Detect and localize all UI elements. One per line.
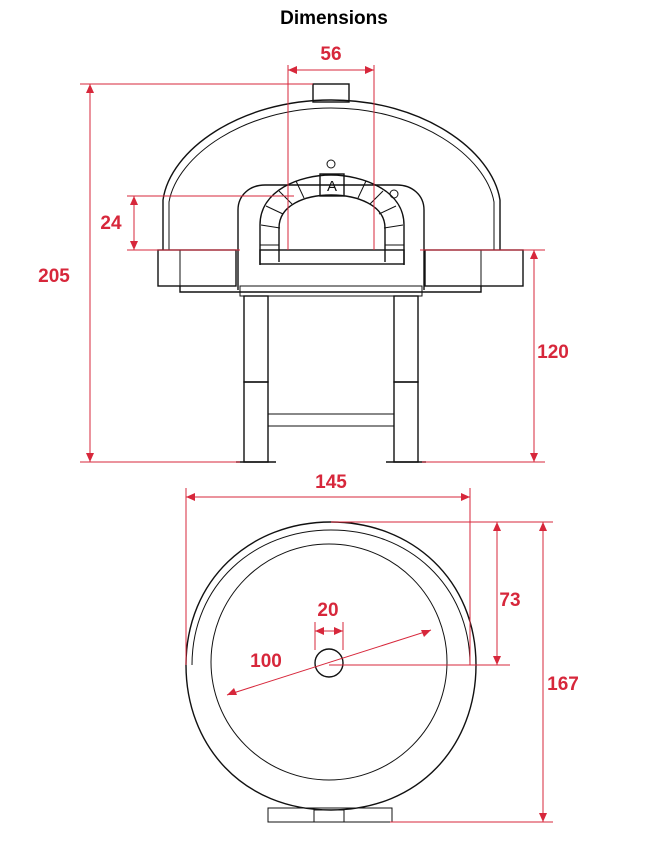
cooking-floor	[210, 543, 448, 781]
dim-base-height: 120	[420, 249, 569, 463]
dim-opening-height: 24	[100, 195, 294, 251]
dim-opening-width: 56	[287, 44, 375, 250]
dome-outline	[162, 99, 501, 250]
front-view: A	[157, 83, 524, 463]
dim-flue-diameter: 20	[314, 600, 344, 650]
dome-inner-line	[168, 107, 495, 250]
mouth-frame	[237, 184, 425, 290]
dim-total-depth: 167	[340, 521, 579, 823]
keystone-letter: A	[327, 178, 337, 195]
mouth-arch-inner	[278, 194, 386, 262]
mouth-plate-inner	[313, 809, 345, 823]
dim-total-height: 205	[38, 83, 313, 463]
top-view	[185, 521, 477, 823]
stand	[236, 295, 426, 463]
opening-height-label: 24	[100, 213, 122, 234]
total-width-label: 145	[315, 472, 347, 493]
dim-total-width: 145	[185, 472, 471, 665]
keystone-badge	[319, 173, 345, 197]
chimney	[312, 83, 350, 103]
left-shelf	[157, 249, 237, 287]
arch-bricks	[260, 180, 404, 246]
top-inner-shell	[191, 529, 471, 666]
right-shelf	[424, 249, 524, 287]
opening-width-label: 56	[320, 44, 341, 65]
total-height-label: 205	[38, 266, 70, 287]
total-depth-label: 167	[547, 674, 579, 695]
mouth-arch-outer	[259, 174, 405, 265]
dim-floor-diameter: 100	[226, 629, 432, 696]
base-height-label: 120	[537, 342, 569, 363]
side-gauge	[389, 189, 399, 199]
top-outer-shell	[185, 521, 477, 811]
base-plate	[239, 285, 423, 297]
page-title: Dimensions	[280, 8, 388, 29]
flue-hole	[314, 648, 344, 678]
floor-diameter-label: 100	[250, 651, 282, 672]
top-gauge	[326, 159, 336, 169]
dome-base	[179, 286, 482, 293]
flue-diameter-label: 20	[317, 600, 338, 621]
mouth-floor	[259, 249, 405, 265]
front-depth-label: 73	[499, 590, 520, 611]
